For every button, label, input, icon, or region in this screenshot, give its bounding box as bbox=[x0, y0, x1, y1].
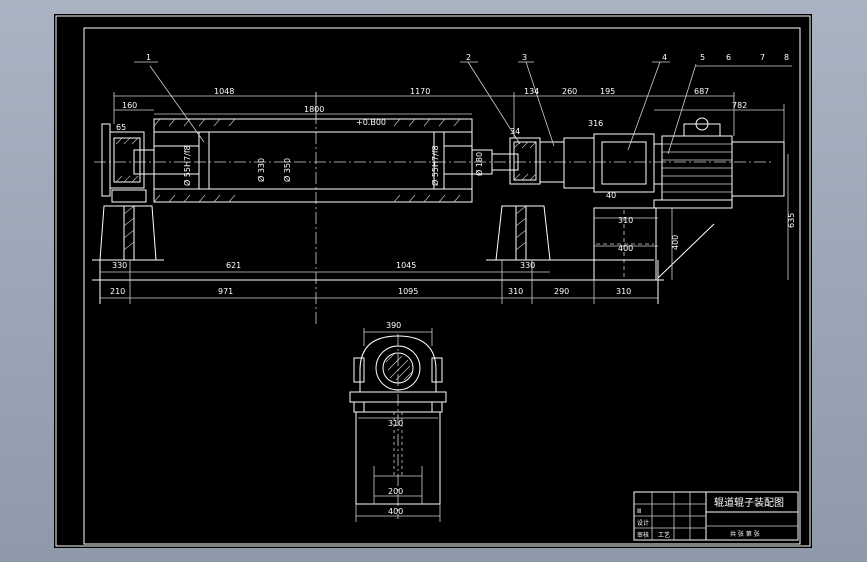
dim-bearing-left: Ø 55H7/f8 bbox=[182, 145, 192, 186]
dim-160: 160 bbox=[122, 101, 137, 110]
dim-330-low-left: 330 bbox=[112, 261, 127, 270]
dim-782: 782 bbox=[732, 101, 747, 110]
dim-621: 621 bbox=[226, 261, 241, 270]
part-number-4: 4 bbox=[662, 53, 667, 62]
dim-65: 65 bbox=[116, 123, 126, 132]
part-number-2: 2 bbox=[466, 53, 471, 62]
title-row-2: 设计 bbox=[637, 519, 649, 527]
left-bearing-assembly bbox=[92, 123, 164, 261]
dim-330-low-right: 330 bbox=[520, 261, 535, 270]
title-row-4: 工艺 bbox=[658, 531, 670, 539]
dim-210: 210 bbox=[110, 287, 125, 296]
dim-200: 200 bbox=[388, 487, 403, 496]
dim-1048: 1048 bbox=[214, 87, 234, 96]
dim-34: 34 bbox=[510, 127, 520, 136]
dim-350-dia: Ø 350 bbox=[282, 158, 292, 182]
dim-310-side: 310 bbox=[388, 419, 403, 428]
dim-1045: 1045 bbox=[396, 261, 416, 270]
dim-310: 310 bbox=[618, 216, 633, 225]
dim-390: 390 bbox=[386, 321, 401, 330]
dim-40: 40 bbox=[606, 191, 616, 200]
dim-400-side: 400 bbox=[388, 507, 403, 516]
dim-971: 971 bbox=[218, 287, 233, 296]
motor-base bbox=[593, 207, 715, 281]
title-block: 辊道辊子装配图 Ⅲ 设计 审核 工艺 共 张 第 张 bbox=[633, 491, 799, 541]
dim-1170: 1170 bbox=[410, 87, 430, 96]
title-row-1: Ⅲ bbox=[637, 508, 641, 515]
dim-400-vertical: 400 bbox=[671, 235, 680, 250]
title-row-3: 审核 bbox=[637, 531, 649, 539]
side-view-bearing-block: 390 310 200 400 bbox=[349, 321, 447, 522]
assembly-drawing: 1 2 3 4 5 6 7 8 1048 1170 134 260 195 68… bbox=[55, 15, 811, 547]
dim-316: 316 bbox=[588, 119, 603, 128]
dim-1800: 1800 bbox=[304, 105, 324, 114]
part-number-1: 1 bbox=[146, 53, 151, 62]
sheet-note: 共 张 第 张 bbox=[730, 530, 760, 538]
reducer bbox=[593, 133, 663, 193]
leader-lines bbox=[134, 61, 792, 155]
inner-border bbox=[83, 27, 801, 545]
outer-border bbox=[55, 15, 811, 547]
right-bearing-assembly bbox=[471, 137, 654, 261]
dimension-labels: 1048 1170 134 260 195 687 160 1800 782 +… bbox=[110, 87, 796, 296]
part-number-labels: 1 2 3 4 5 6 7 8 bbox=[146, 53, 789, 62]
dim-tolerance: +0.B00 bbox=[356, 118, 386, 127]
drawing-sheet: 1 2 3 4 5 6 7 8 1048 1170 134 260 195 68… bbox=[54, 14, 812, 548]
dim-180-dia: Ø 180 bbox=[474, 152, 484, 176]
dim-687: 687 bbox=[694, 87, 709, 96]
dim-195: 195 bbox=[600, 87, 615, 96]
dim-400: 400 bbox=[618, 244, 633, 253]
dim-260: 260 bbox=[562, 87, 577, 96]
part-number-3: 3 bbox=[522, 53, 527, 62]
dim-bearing-right: Ø 55H7/f8 bbox=[430, 145, 440, 186]
dimension-lines bbox=[100, 92, 789, 304]
dim-635-vertical: 635 bbox=[787, 213, 796, 228]
part-number-6: 6 bbox=[726, 53, 731, 62]
drawing-title: 辊道辊子装配图 bbox=[714, 496, 784, 509]
dim-290: 290 bbox=[554, 287, 569, 296]
part-number-8: 8 bbox=[784, 53, 789, 62]
dim-310-bottom-b: 310 bbox=[616, 287, 631, 296]
dim-1095: 1095 bbox=[398, 287, 418, 296]
roller-body bbox=[153, 118, 473, 203]
dim-310-bottom-a: 310 bbox=[508, 287, 523, 296]
part-number-7: 7 bbox=[760, 53, 765, 62]
motor bbox=[653, 117, 785, 209]
part-number-5: 5 bbox=[700, 53, 705, 62]
dim-134: 134 bbox=[524, 87, 539, 96]
dim-330-dia: Ø 330 bbox=[256, 158, 266, 182]
